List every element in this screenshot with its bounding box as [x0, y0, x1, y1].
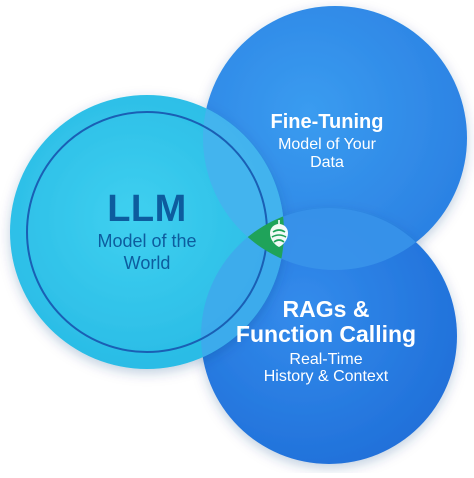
- llm-subtitle-line1: Model of the: [97, 231, 197, 251]
- fine-tuning-title: Fine-Tuning: [270, 111, 384, 133]
- rags-title-line2: Function Calling: [235, 321, 417, 347]
- rags-subtitle-line2: History & Context: [263, 368, 389, 385]
- llm-subtitle-line2: World: [123, 253, 171, 273]
- fine-tuning-subtitle-line1: Model of Your: [278, 136, 376, 153]
- overlap-llm-rags: [201, 208, 284, 369]
- fine-tuning-subtitle-line2: Data: [310, 154, 344, 171]
- llm-title: LLM: [107, 188, 187, 230]
- hop-cone-icon: [270, 220, 288, 247]
- overlap-llm-finetuning: [203, 95, 284, 270]
- rags-title-line1: RAGs &: [282, 296, 370, 322]
- rags-subtitle-line1: Real-Time: [289, 351, 363, 368]
